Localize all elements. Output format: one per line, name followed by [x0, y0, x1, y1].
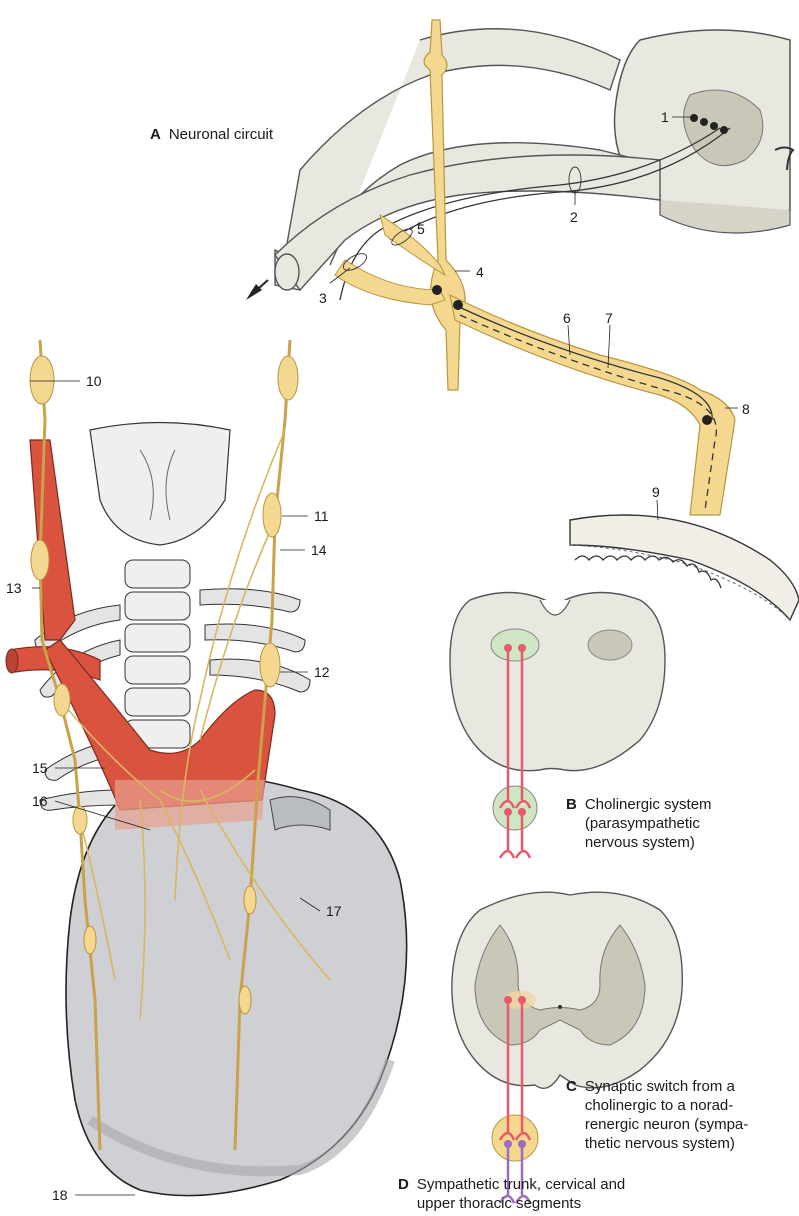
caption-d-line-1: Sympathetic trunk, cervical and — [417, 1176, 625, 1193]
sympathetic-trunk-a — [424, 20, 465, 390]
splanchnic-axon-dashed — [460, 315, 716, 510]
synapse-ganglion-8 — [702, 415, 712, 425]
caption-b-line-1: Cholinergic system — [585, 796, 712, 813]
label-18: 18 — [52, 1187, 68, 1203]
nerve-cut-end — [275, 254, 299, 290]
panel-d-sympathetic-trunk: 10 11 12 13 14 15 16 17 18 — [6, 340, 407, 1203]
caption-c-line-2: cholinergic to a norad- — [585, 1097, 733, 1114]
ganglion-c — [492, 1115, 538, 1161]
right-common-carotid — [30, 440, 75, 640]
caption-c-line-4: thetic nervous system) — [585, 1135, 735, 1152]
label-6: 6 — [563, 310, 571, 326]
label-13: 13 — [6, 580, 22, 596]
communicating-rami — [380, 215, 445, 275]
label-1: 1 — [661, 109, 669, 125]
caption-a-title: Neuronal circuit — [169, 126, 273, 143]
caption-c: C Synaptic switch from a cholinergic to … — [566, 1077, 748, 1153]
synapse-trunk-2 — [453, 300, 463, 310]
ganglion-b — [493, 786, 537, 830]
subclavian-cut — [6, 649, 18, 673]
label-3: 3 — [319, 290, 327, 306]
central-canal-c — [558, 1005, 562, 1009]
vertebral-column — [125, 560, 190, 748]
nucleus-b — [491, 629, 539, 661]
soma-b-4 — [518, 808, 526, 816]
caption-b-line-3: nervous system) — [585, 834, 695, 851]
label-17: 17 — [326, 903, 342, 919]
label-10: 10 — [86, 373, 102, 389]
gray-area-b — [588, 630, 632, 660]
label-14: 14 — [311, 542, 327, 558]
caption-d: D Sympathetic trunk, cervical and upper … — [398, 1175, 625, 1213]
caption-b-letter: B — [566, 796, 577, 813]
ramus-lower — [335, 260, 445, 305]
caption-b-line-2: (parasympathetic — [585, 815, 700, 832]
label-4: 4 — [476, 264, 484, 280]
caption-d-line-2: upper thoracic segments — [417, 1195, 581, 1212]
splanchnic-nerve — [450, 295, 735, 515]
label-12: 12 — [314, 664, 330, 680]
soma-c-3 — [504, 1140, 512, 1148]
larynx — [90, 423, 230, 546]
soma-b-1 — [504, 644, 512, 652]
panel-c-synaptic-switch — [452, 892, 682, 1203]
label-15: 15 — [32, 760, 48, 776]
caption-c-letter: C — [566, 1078, 577, 1095]
label-9: 9 — [652, 484, 660, 500]
caption-a-letter: A — [150, 126, 161, 143]
panel-a-neuronal-circuit: 1 2 3 4 5 6 7 8 9 — [246, 20, 799, 620]
caption-c-line-3: renergic neuron (sympa- — [585, 1116, 748, 1133]
soma-b-3 — [504, 808, 512, 816]
preganglionic-neuron-3 — [710, 122, 718, 130]
preganglionic-neuron-4 — [720, 126, 728, 134]
label-5: 5 — [417, 221, 425, 237]
label-8: 8 — [742, 401, 750, 417]
caption-a: A Neuronal circuit — [150, 125, 273, 144]
caption-b: B Cholinergic system (parasympathetic ne… — [566, 795, 712, 852]
soma-b-2 — [518, 644, 526, 652]
label-11: 11 — [314, 508, 329, 524]
soma-c-1 — [504, 996, 512, 1004]
preganglionic-neuron-2 — [700, 118, 708, 126]
soma-c-4 — [518, 1140, 526, 1148]
caption-d-letter: D — [398, 1176, 409, 1193]
synapse-trunk-1 — [432, 285, 442, 295]
label-2: 2 — [570, 209, 578, 225]
preganglionic-neuron-1 — [690, 114, 698, 122]
caption-c-line-1: Synaptic switch from a — [585, 1078, 735, 1095]
soma-c-2 — [518, 996, 526, 1004]
spinal-cord-section-b — [450, 593, 665, 771]
label-16: 16 — [32, 793, 48, 809]
label-7: 7 — [605, 310, 613, 326]
